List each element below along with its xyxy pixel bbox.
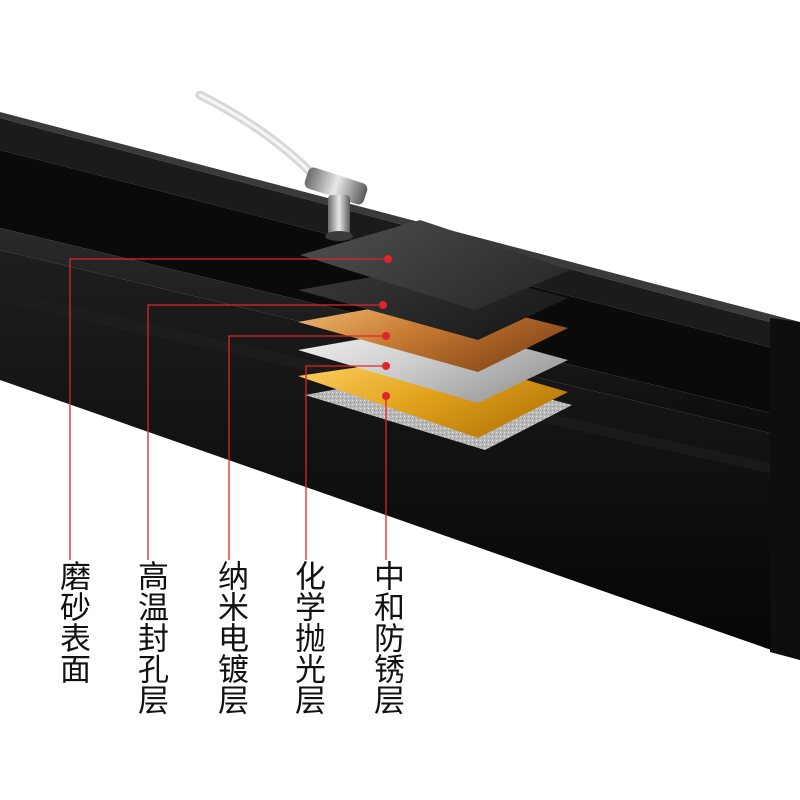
rail-front-face xyxy=(0,250,800,660)
leader-dot-5 xyxy=(382,392,390,400)
leader-dot-4 xyxy=(382,362,390,370)
leader-line-2 xyxy=(147,304,383,560)
leader-line-3 xyxy=(228,335,386,560)
label-sealing-layer: 高温封孔层 xyxy=(132,560,168,715)
label-frosted-surface: 磨砂表面 xyxy=(54,560,90,684)
plug-stem xyxy=(328,195,350,235)
leader-dot-3 xyxy=(382,332,390,340)
power-cable xyxy=(195,90,323,185)
rail-end-cut xyxy=(770,318,800,660)
label-nano-plating: 纳米电镀层 xyxy=(212,560,248,715)
label-chemical-polish: 化学抛光层 xyxy=(289,560,325,715)
layer-frosted-surface xyxy=(300,220,570,310)
leader-dot-1 xyxy=(384,255,392,263)
leader-dot-2 xyxy=(379,301,387,309)
plug-head xyxy=(304,167,368,205)
label-rust-neutralize: 中和防锈层 xyxy=(368,560,404,715)
rail-back-top-edge xyxy=(0,112,800,330)
leader-line-1 xyxy=(69,258,388,560)
leader-line-4 xyxy=(305,365,386,560)
